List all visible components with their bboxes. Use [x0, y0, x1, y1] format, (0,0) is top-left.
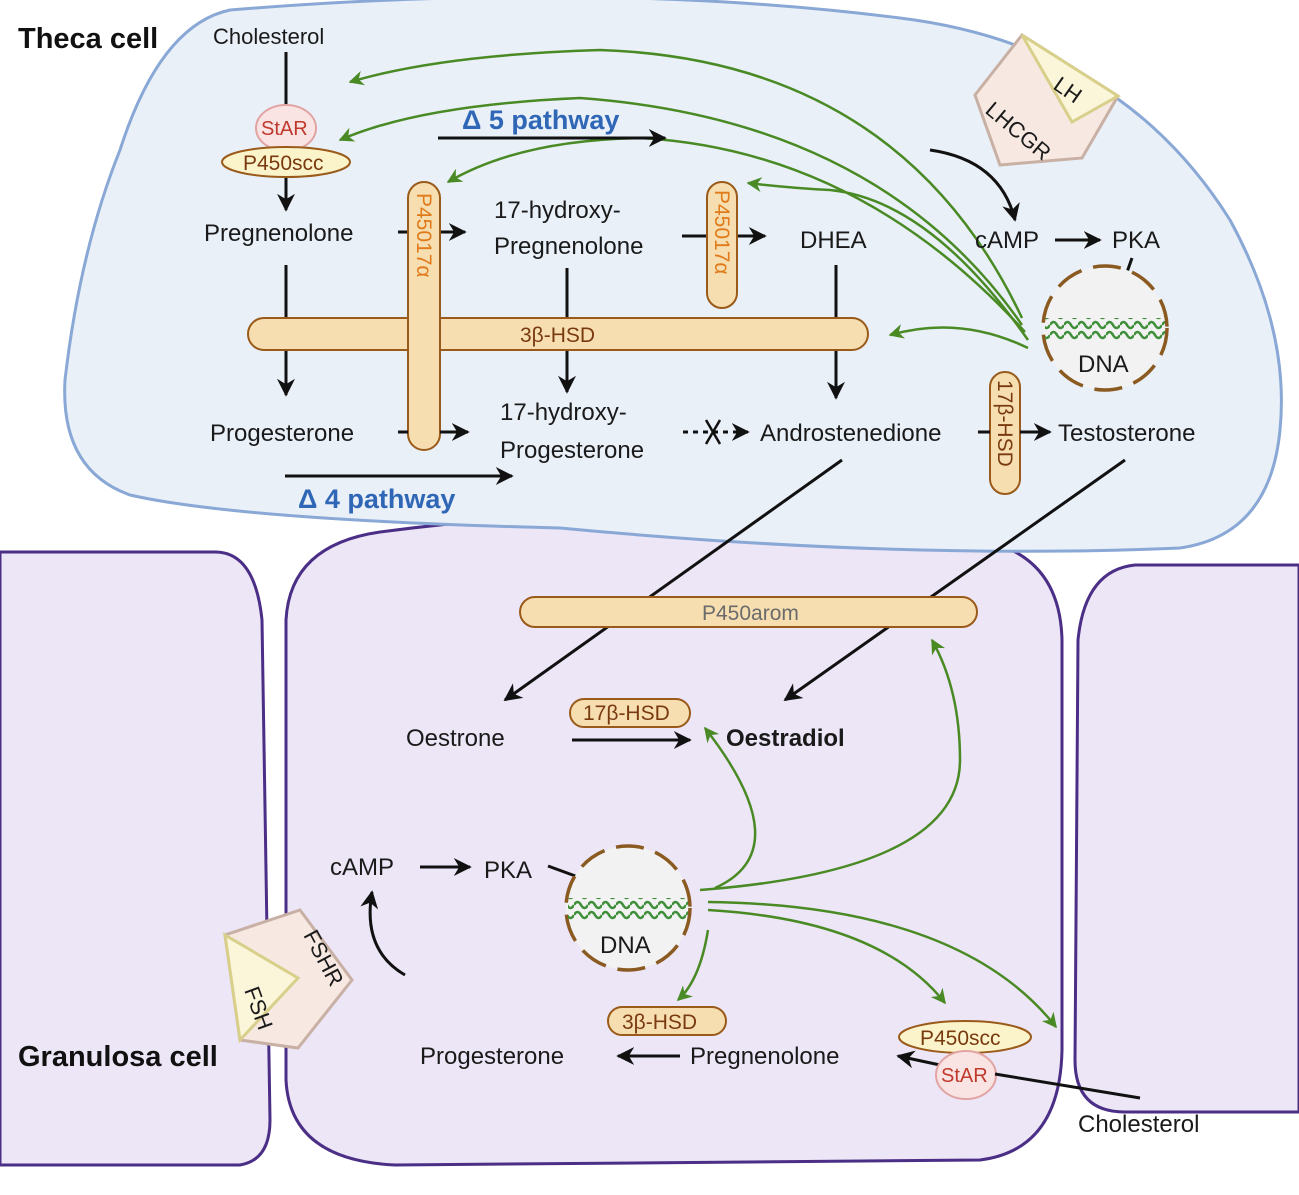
- granulosa-nucleus: DNA: [564, 844, 692, 972]
- granulosa-oestrone: Oestrone: [406, 725, 505, 752]
- granulosa-17bhsd-enzyme: [569, 698, 691, 728]
- granulosa-p450arom-label: P450arom: [702, 602, 799, 625]
- theca-nucleus: DNA: [1041, 264, 1169, 392]
- theca-regulation-arrows: [338, 48, 1030, 350]
- granulosa-cell-left: [0, 550, 272, 1167]
- delta5-pathway-label: Δ 5 pathway: [462, 105, 619, 135]
- granulosa-3bhsd-label: 3β-HSD: [622, 1011, 697, 1034]
- theca-3bhsd-label: 3β-HSD: [520, 324, 595, 347]
- theca-camp: cAMP: [975, 227, 1039, 254]
- theca-dna-helix: [1045, 318, 1165, 340]
- theca-dna-label: DNA: [1078, 351, 1129, 378]
- theca-17bhsd-label: 17β-HSD: [993, 380, 1016, 467]
- granulosa-17bhsd-label: 17β-HSD: [583, 702, 670, 725]
- theca-pka: PKA: [1112, 227, 1160, 254]
- granulosa-camp: cAMP: [330, 854, 394, 881]
- fsh-fshr-receptor: FSH FSHR: [223, 908, 354, 1050]
- theca-p45017a-bar-right: [706, 181, 738, 309]
- granulosa-oestradiol: Oestradiol: [726, 725, 845, 752]
- theca-p45017a-label-left: P45017α: [412, 193, 435, 278]
- granulosa-p450scc-label: P450scc: [920, 1027, 1001, 1050]
- theca-cell-title: Theca cell: [18, 23, 158, 55]
- theca-17oh-pregnenolone-line2: Pregnenolone: [494, 233, 643, 260]
- theca-pregnenolone: Pregnenolone: [204, 220, 353, 247]
- theca-p450scc-enzyme: [221, 146, 351, 178]
- theca-p45017a-bar-left: [407, 181, 441, 451]
- theca-3bhsd-bar: [247, 317, 869, 351]
- theca-testosterone: Testosterone: [1058, 420, 1195, 447]
- theca-star-label: StAR: [261, 118, 308, 140]
- theca-androstenedione: Androstenedione: [760, 420, 941, 447]
- granulosa-dna-label: DNA: [600, 932, 651, 959]
- theca-17oh-progesterone-line2: Progesterone: [500, 437, 644, 464]
- theca-p450scc-label: P450scc: [243, 152, 324, 175]
- granulosa-cell-title: Granulosa cell: [18, 1041, 218, 1073]
- theca-cholesterol: Cholesterol: [213, 24, 324, 49]
- granulosa-star-label: StAR: [941, 1065, 988, 1087]
- granulosa-pregnenolone: Pregnenolone: [690, 1043, 839, 1070]
- granulosa-regulation-arrows: [676, 638, 1057, 1029]
- theca-cell: [63, 0, 1283, 553]
- granulosa-progesterone: Progesterone: [420, 1043, 564, 1070]
- delta4-pathway-label: Δ 4 pathway: [298, 484, 455, 514]
- granulosa-cell-right: [1073, 563, 1299, 1114]
- blocked-x-mark: [704, 419, 722, 445]
- granulosa-dna-helix: [568, 898, 688, 920]
- theca-dhea: DHEA: [800, 227, 867, 254]
- theca-17oh-pregnenolone-line1: 17-hydroxy-: [494, 197, 621, 224]
- theca-p45017a-label-right: P45017α: [710, 190, 733, 275]
- granulosa-cholesterol: Cholesterol: [1078, 1111, 1199, 1138]
- granulosa-p450arom-bar: [519, 596, 978, 628]
- theca-progesterone: Progesterone: [210, 420, 354, 447]
- granulosa-3bhsd-enzyme: [607, 1006, 727, 1036]
- theca-17oh-progesterone-line1: 17-hydroxy-: [500, 399, 627, 426]
- granulosa-pka: PKA: [484, 857, 532, 884]
